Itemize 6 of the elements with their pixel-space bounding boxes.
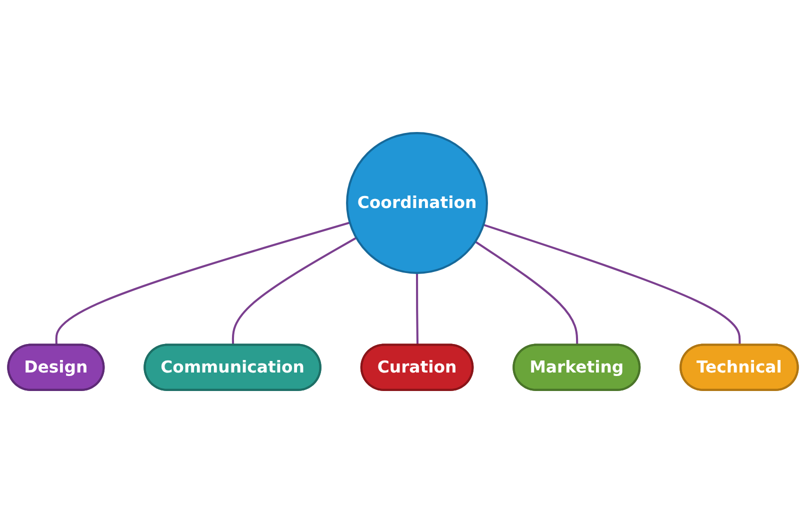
connector <box>474 240 578 346</box>
connector <box>55 222 350 346</box>
connector <box>483 224 741 346</box>
connector <box>232 236 357 346</box>
node-circle: Coordination <box>346 132 488 274</box>
connector <box>416 272 419 346</box>
